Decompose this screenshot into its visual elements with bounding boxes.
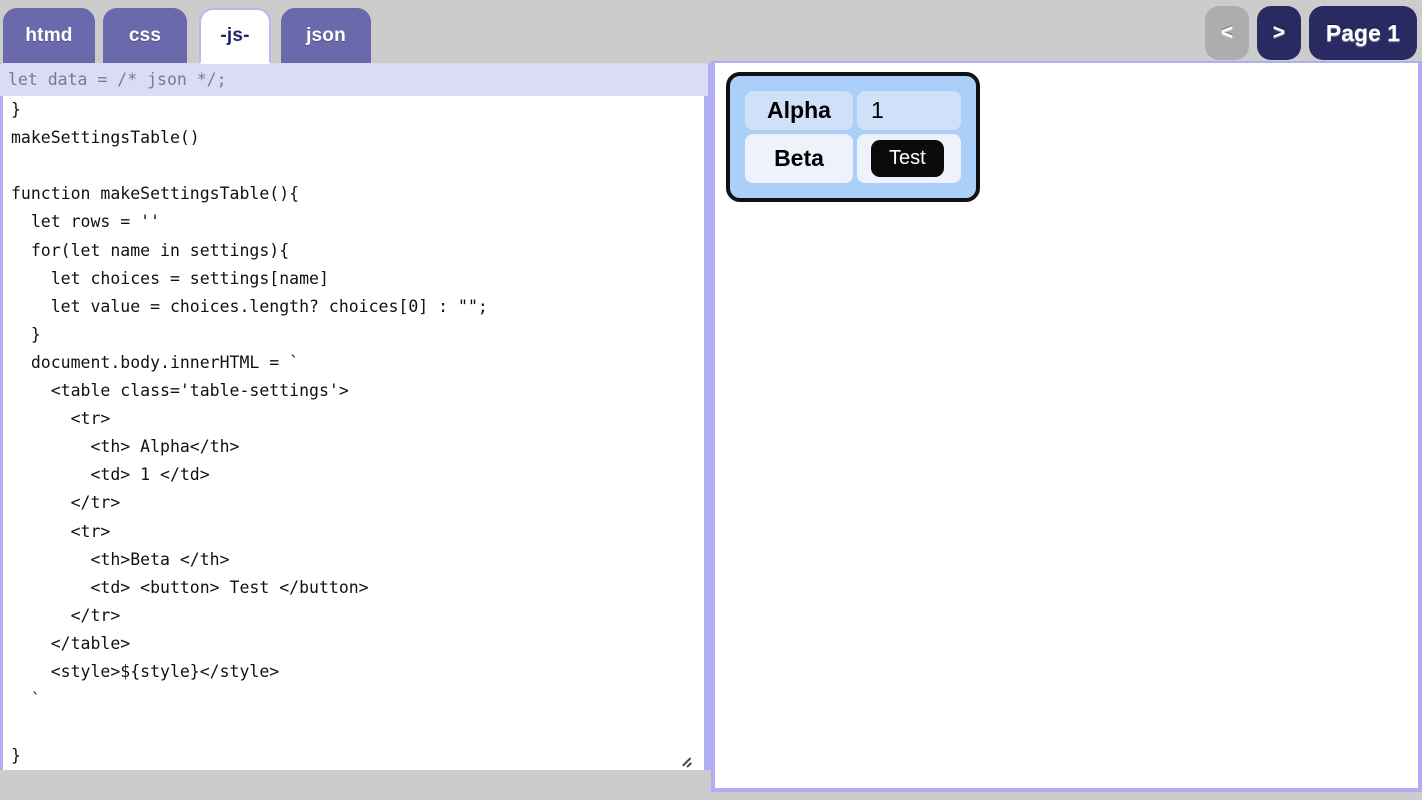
test-button[interactable]: Test [871,140,944,177]
code-editor-textarea[interactable] [3,64,704,771]
settings-table: Alpha 1 Beta Test [726,72,980,202]
setting-name-beta: Beta [745,134,853,183]
setting-value-alpha: 1 [857,91,961,130]
tab-json[interactable]: json [281,8,371,64]
setting-value-beta: Test [857,134,961,183]
preview-pane: Alpha 1 Beta Test [711,61,1422,792]
pager-controls: < > Page 1 [1205,6,1417,60]
table-row: Beta Test [745,134,961,183]
setting-name-alpha: Alpha [745,91,853,130]
previous-page-button[interactable]: < [1205,6,1249,60]
table-row: Alpha 1 [745,91,961,130]
json-data-input[interactable] [0,64,708,96]
page-number-button[interactable]: Page 1 [1309,6,1417,60]
tab-htmd[interactable]: htmd [3,8,95,64]
code-editor-pane [0,63,712,771]
tab-css[interactable]: css [103,8,187,64]
tab-bar: htmd css -js- json [0,0,1422,64]
tab-js[interactable]: -js- [199,8,271,64]
next-page-button[interactable]: > [1257,6,1301,60]
